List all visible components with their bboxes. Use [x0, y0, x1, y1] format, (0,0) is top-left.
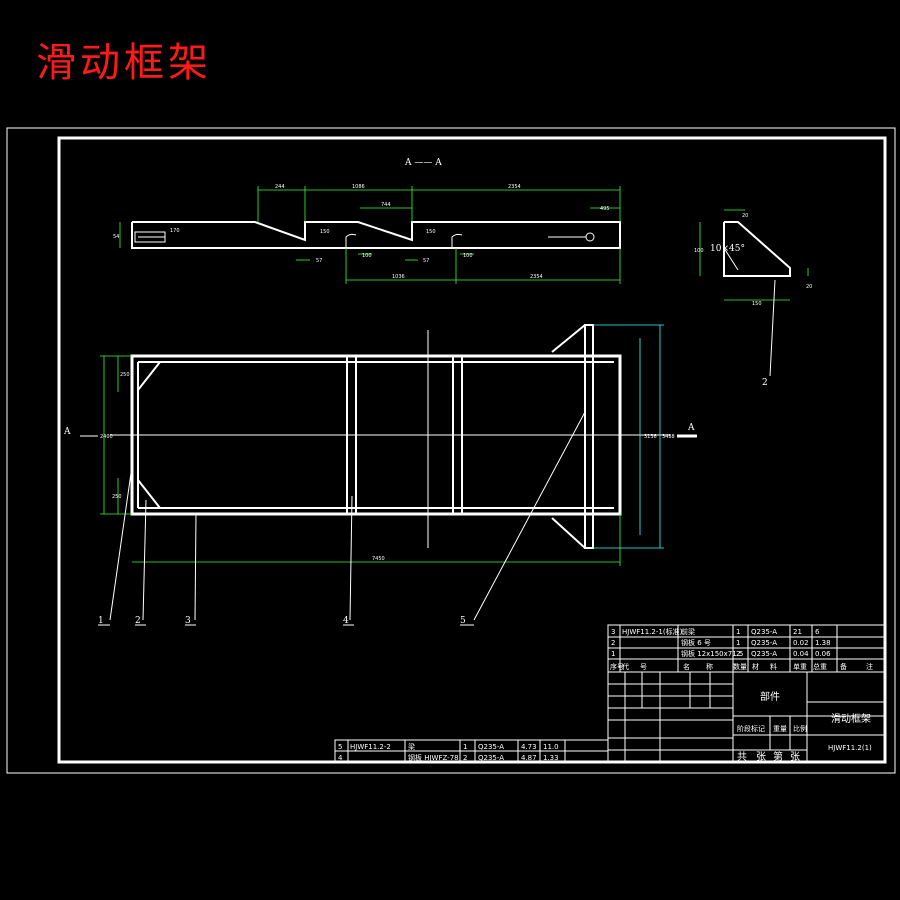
- sheet-label: 第: [773, 750, 783, 763]
- dim-100a: 100: [362, 253, 372, 259]
- dim-150b: 150: [426, 229, 436, 235]
- part-type: 部件: [760, 690, 780, 703]
- header-cell: 称: [706, 662, 713, 671]
- dim-744: 744: [381, 202, 391, 208]
- parts2-cell-mat: Q235-A: [478, 743, 504, 751]
- header-cell: 序号: [610, 662, 624, 671]
- parts2-cell-name: 钢板 HJWFZ-78: [408, 753, 459, 762]
- parts-cell-qty: 1: [736, 628, 740, 636]
- plan-view: 7450 2400 3136 3488 250 250 A A 1 2 3 4 …: [63, 324, 697, 626]
- parts-cell-w: 0.04: [793, 650, 809, 658]
- inner-frame: [57, 136, 887, 764]
- dim-1086: 1086: [352, 184, 365, 190]
- callout-2: 2: [135, 616, 141, 626]
- callout-5: 5: [460, 616, 466, 626]
- header-cell: 名: [683, 662, 690, 671]
- dim-250a: 250: [120, 372, 130, 378]
- parts-cell-qty: 1: [736, 639, 740, 647]
- header-cell: 号: [640, 663, 647, 671]
- callout-3: 3: [185, 616, 191, 626]
- parts-cell-mat: Q235-A: [751, 650, 777, 658]
- callout-1: 1: [98, 616, 104, 626]
- parts-cell-qty: 2: [736, 650, 740, 658]
- parts2-cell-no: 4: [338, 754, 343, 762]
- callout-4: 4: [343, 616, 349, 626]
- parts2-cell-no: 5: [338, 743, 342, 751]
- dim-2354-bottom: 2354: [530, 274, 543, 280]
- parts2-cell-w: 4.87: [521, 754, 537, 762]
- section-marker-left: A: [63, 427, 71, 437]
- parts2-cell-qty: 2: [463, 754, 467, 762]
- parts-cell-tw: 0.06: [815, 650, 831, 658]
- scale-label: 比例: [793, 724, 807, 733]
- title-block-name: 滑动框架: [831, 712, 871, 725]
- dim-100b: 100: [463, 253, 473, 259]
- parts-cell-tw: 6: [815, 628, 820, 636]
- total-label: 共: [737, 751, 747, 763]
- parts-cell-name: 钢板 6 号: [681, 638, 711, 647]
- header-cell: 注: [866, 662, 873, 671]
- parts-cell-name: 前梁: [681, 627, 695, 636]
- parts2-cell-tw: 1.33: [543, 754, 559, 762]
- header-cell: 单重: [793, 662, 807, 671]
- parts2-cell-name: 梁: [408, 742, 415, 751]
- dim-3136: 3136: [644, 434, 657, 440]
- header-cell: 代: [622, 662, 629, 671]
- section-marker-right: A: [687, 423, 695, 433]
- stage-mark: 阶段标记: [737, 724, 765, 733]
- callout-2-detail: 2: [762, 378, 768, 388]
- parts-cell-name: 钢板 12x150x71.5: [681, 649, 743, 658]
- dim-244: 244: [275, 184, 285, 190]
- section-view-a-a: 244 1086 2354 744 495 170 54 57 57 1036 …: [113, 184, 621, 284]
- dim-150a: 150: [320, 229, 330, 235]
- drawing-number: HJWF11.2(1): [828, 744, 872, 752]
- header-cell: 数量: [733, 662, 747, 671]
- parts-cell-w: 21: [793, 628, 802, 636]
- parts-cell-no: 2: [611, 639, 615, 647]
- parts2-cell-tw: 11.0: [543, 743, 559, 751]
- header-cell: 料: [770, 662, 777, 671]
- detail-angle: 10×45°: [710, 244, 745, 254]
- dim-2400: 2400: [100, 434, 113, 440]
- dim-250b: 250: [112, 494, 122, 500]
- dim-2354-top: 2354: [508, 184, 521, 190]
- header-cell: 总重: [813, 662, 827, 671]
- detail-view: 10×45° 20 100 150 20 2: [694, 209, 812, 388]
- detail-dim-20b: 20: [806, 284, 812, 290]
- section-label: A —— A: [404, 158, 442, 168]
- parts2-cell-qty: 1: [463, 743, 467, 751]
- page-label: 张: [790, 751, 800, 763]
- detail-dim-20: 20: [742, 213, 748, 219]
- header-cell: 材: [752, 662, 759, 671]
- dim-495: 495: [600, 206, 610, 212]
- parts2-cell-w: 4.73: [521, 743, 537, 751]
- dim-7450: 7450: [372, 556, 385, 562]
- parts2-cell-mat: Q235-A: [478, 754, 504, 762]
- parts-cell-tw: 1.38: [815, 639, 831, 647]
- dim-3488: 3488: [662, 434, 675, 440]
- parts-cell-mat: Q235-A: [751, 639, 777, 647]
- dim-57b: 57: [423, 258, 429, 264]
- dim-57a: 57: [316, 258, 322, 264]
- header-cell: 备: [840, 662, 847, 671]
- parts-cell-mat: Q235-A: [751, 628, 777, 636]
- dim-170: 170: [170, 228, 180, 234]
- sheets-label: 张: [756, 751, 766, 763]
- parts2-cell-code: HJWF11.2-2: [350, 743, 391, 751]
- weight-label: 重量: [773, 725, 787, 733]
- parts-cell-no: 3: [611, 628, 615, 636]
- parts-cell-w: 0.02: [793, 639, 809, 647]
- outer-frame: [6, 127, 896, 774]
- detail-dim-150: 150: [752, 301, 762, 307]
- detail-dim-100: 100: [694, 248, 704, 254]
- dim-54: 54: [113, 234, 119, 240]
- dim-1036: 1036: [392, 274, 405, 280]
- parts-cell-code: HJWF11.2-1(标准): [622, 627, 683, 636]
- parts-cell-no: 1: [611, 650, 615, 658]
- page-title: 滑动框架: [36, 40, 212, 86]
